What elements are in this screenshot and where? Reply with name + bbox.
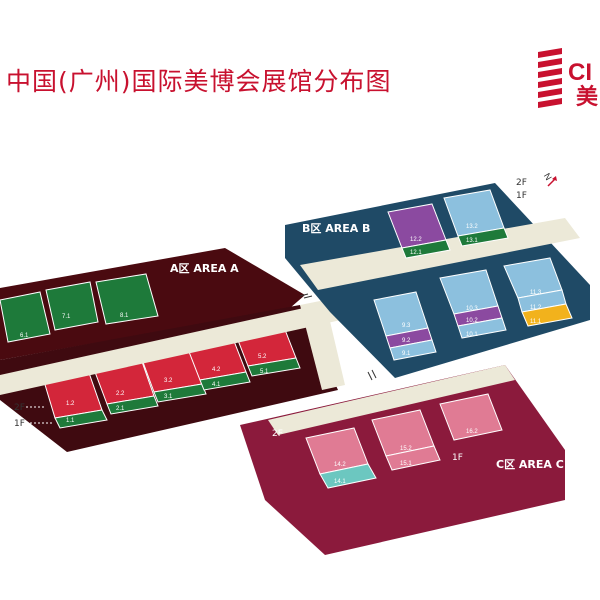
hall-5-1[interactable]: 5.1 [247, 357, 301, 377]
hall-label-7-1: 7.1 [62, 314, 71, 320]
area-b[interactable]: 12.2 12.1 13.2 13.1 9.3 9.2 9.1 10.3 [285, 178, 590, 378]
area-a-label: A区 AREA A [170, 262, 239, 275]
area-a-floor-markers: 2F 1F [14, 403, 54, 429]
hall-label-12-1: 12.1 [410, 250, 422, 256]
hall-label-4-2: 4.2 [212, 367, 221, 373]
svg-text:1F: 1F [516, 191, 527, 201]
hall-label-10-1: 10.1 [466, 332, 478, 338]
hall-label-10-3: 10.3 [466, 306, 478, 312]
hall-label-12-2: 12.2 [410, 237, 422, 243]
hall-3-1[interactable]: 3.1 [153, 383, 207, 403]
hall-14-1[interactable]: 14.1 [319, 463, 377, 489]
area-c-floor-markers: 2F 1F [272, 429, 463, 463]
hall-label-13-1: 13.1 [466, 238, 478, 244]
hall-7-1[interactable]: 7.1 [45, 281, 99, 331]
hall-label-14-1: 14.1 [334, 479, 346, 485]
hall-label-11-3: 11.3 [530, 290, 542, 296]
hall-label-6-1: 6.1 [20, 333, 29, 339]
hall-9-1[interactable]: 9.1 [389, 339, 437, 361]
area-b-label: B区 AREA B [302, 222, 370, 235]
hall-label-10-2: 10.2 [466, 318, 478, 324]
hall-label-11-2: 11.2 [530, 305, 542, 311]
hall-1-1[interactable]: 1.1 [54, 409, 108, 429]
svg-text:1F: 1F [14, 419, 25, 429]
area-c-label: C区 AREA C [496, 458, 564, 471]
hall-10-1[interactable]: 10.1 [457, 317, 507, 339]
area-a[interactable]: 6.1 7.1 8.1 1.2 1.1 2.2 2.1 3.2 [0, 248, 345, 452]
area-b-floor-markers: 2F 1F [516, 178, 527, 201]
hall-label-3-1: 3.1 [164, 394, 173, 400]
svg-text:2F: 2F [14, 403, 25, 413]
logo: CI 美 [538, 48, 599, 110]
hall-2-1[interactable]: 2.1 [106, 395, 159, 415]
area-c[interactable]: 14.2 14.1 15.2 15.1 16.2 C区 AREA C 2F 1F [240, 365, 565, 555]
walkway-a[interactable] [0, 300, 350, 395]
north-compass-icon: N [542, 171, 557, 187]
hall-6-1[interactable]: 6.1 [0, 291, 51, 343]
hall-11-1[interactable]: 11.1 [521, 303, 573, 327]
hall-label-2-2: 2.2 [116, 391, 125, 397]
hall-13-1[interactable]: 13.1 [457, 227, 509, 247]
hall-8-1[interactable]: 8.1 [95, 273, 159, 325]
hall-label-1-1: 1.1 [66, 418, 75, 424]
hall-label-15-1: 15.1 [400, 461, 412, 467]
hall-4-1[interactable]: 4.1 [199, 371, 251, 391]
hall-label-9-1: 9.1 [402, 351, 411, 357]
hall-label-2-1: 2.1 [116, 406, 125, 412]
hall-label-11-1: 11.1 [530, 319, 542, 325]
hall-label-8-1: 8.1 [120, 313, 129, 319]
svg-text:N: N [542, 171, 554, 182]
hall-label-9-2: 9.2 [402, 338, 411, 344]
hall-label-13-2: 13.2 [466, 224, 478, 230]
svg-text:2F: 2F [272, 429, 283, 439]
hall-label-4-1: 4.1 [212, 382, 221, 388]
svg-text:1F: 1F [452, 453, 463, 463]
logo-text-cn: 美 [576, 84, 599, 110]
hall-label-16-2: 16.2 [466, 429, 478, 435]
hall-label-9-3: 9.3 [402, 323, 411, 329]
hall-label-3-2: 3.2 [164, 378, 173, 384]
hall-16-2[interactable]: 16.2 [439, 393, 503, 441]
map-title: 中国(广州)国际美博会展馆分布图 [6, 67, 392, 96]
hall-label-15-2: 15.2 [400, 446, 412, 452]
svg-text:2F: 2F [516, 178, 527, 188]
logo-text: CI [568, 59, 592, 86]
hall-15-1[interactable]: 15.1 [385, 445, 441, 471]
walkway-arrow-icon [299, 293, 377, 381]
hall-label-5-2: 5.2 [258, 354, 267, 360]
hall-12-1[interactable]: 12.1 [401, 239, 451, 259]
hall-label-14-2: 14.2 [334, 462, 346, 468]
hall-label-5-1: 5.1 [260, 369, 269, 375]
hall-label-1-2: 1.2 [66, 401, 75, 407]
